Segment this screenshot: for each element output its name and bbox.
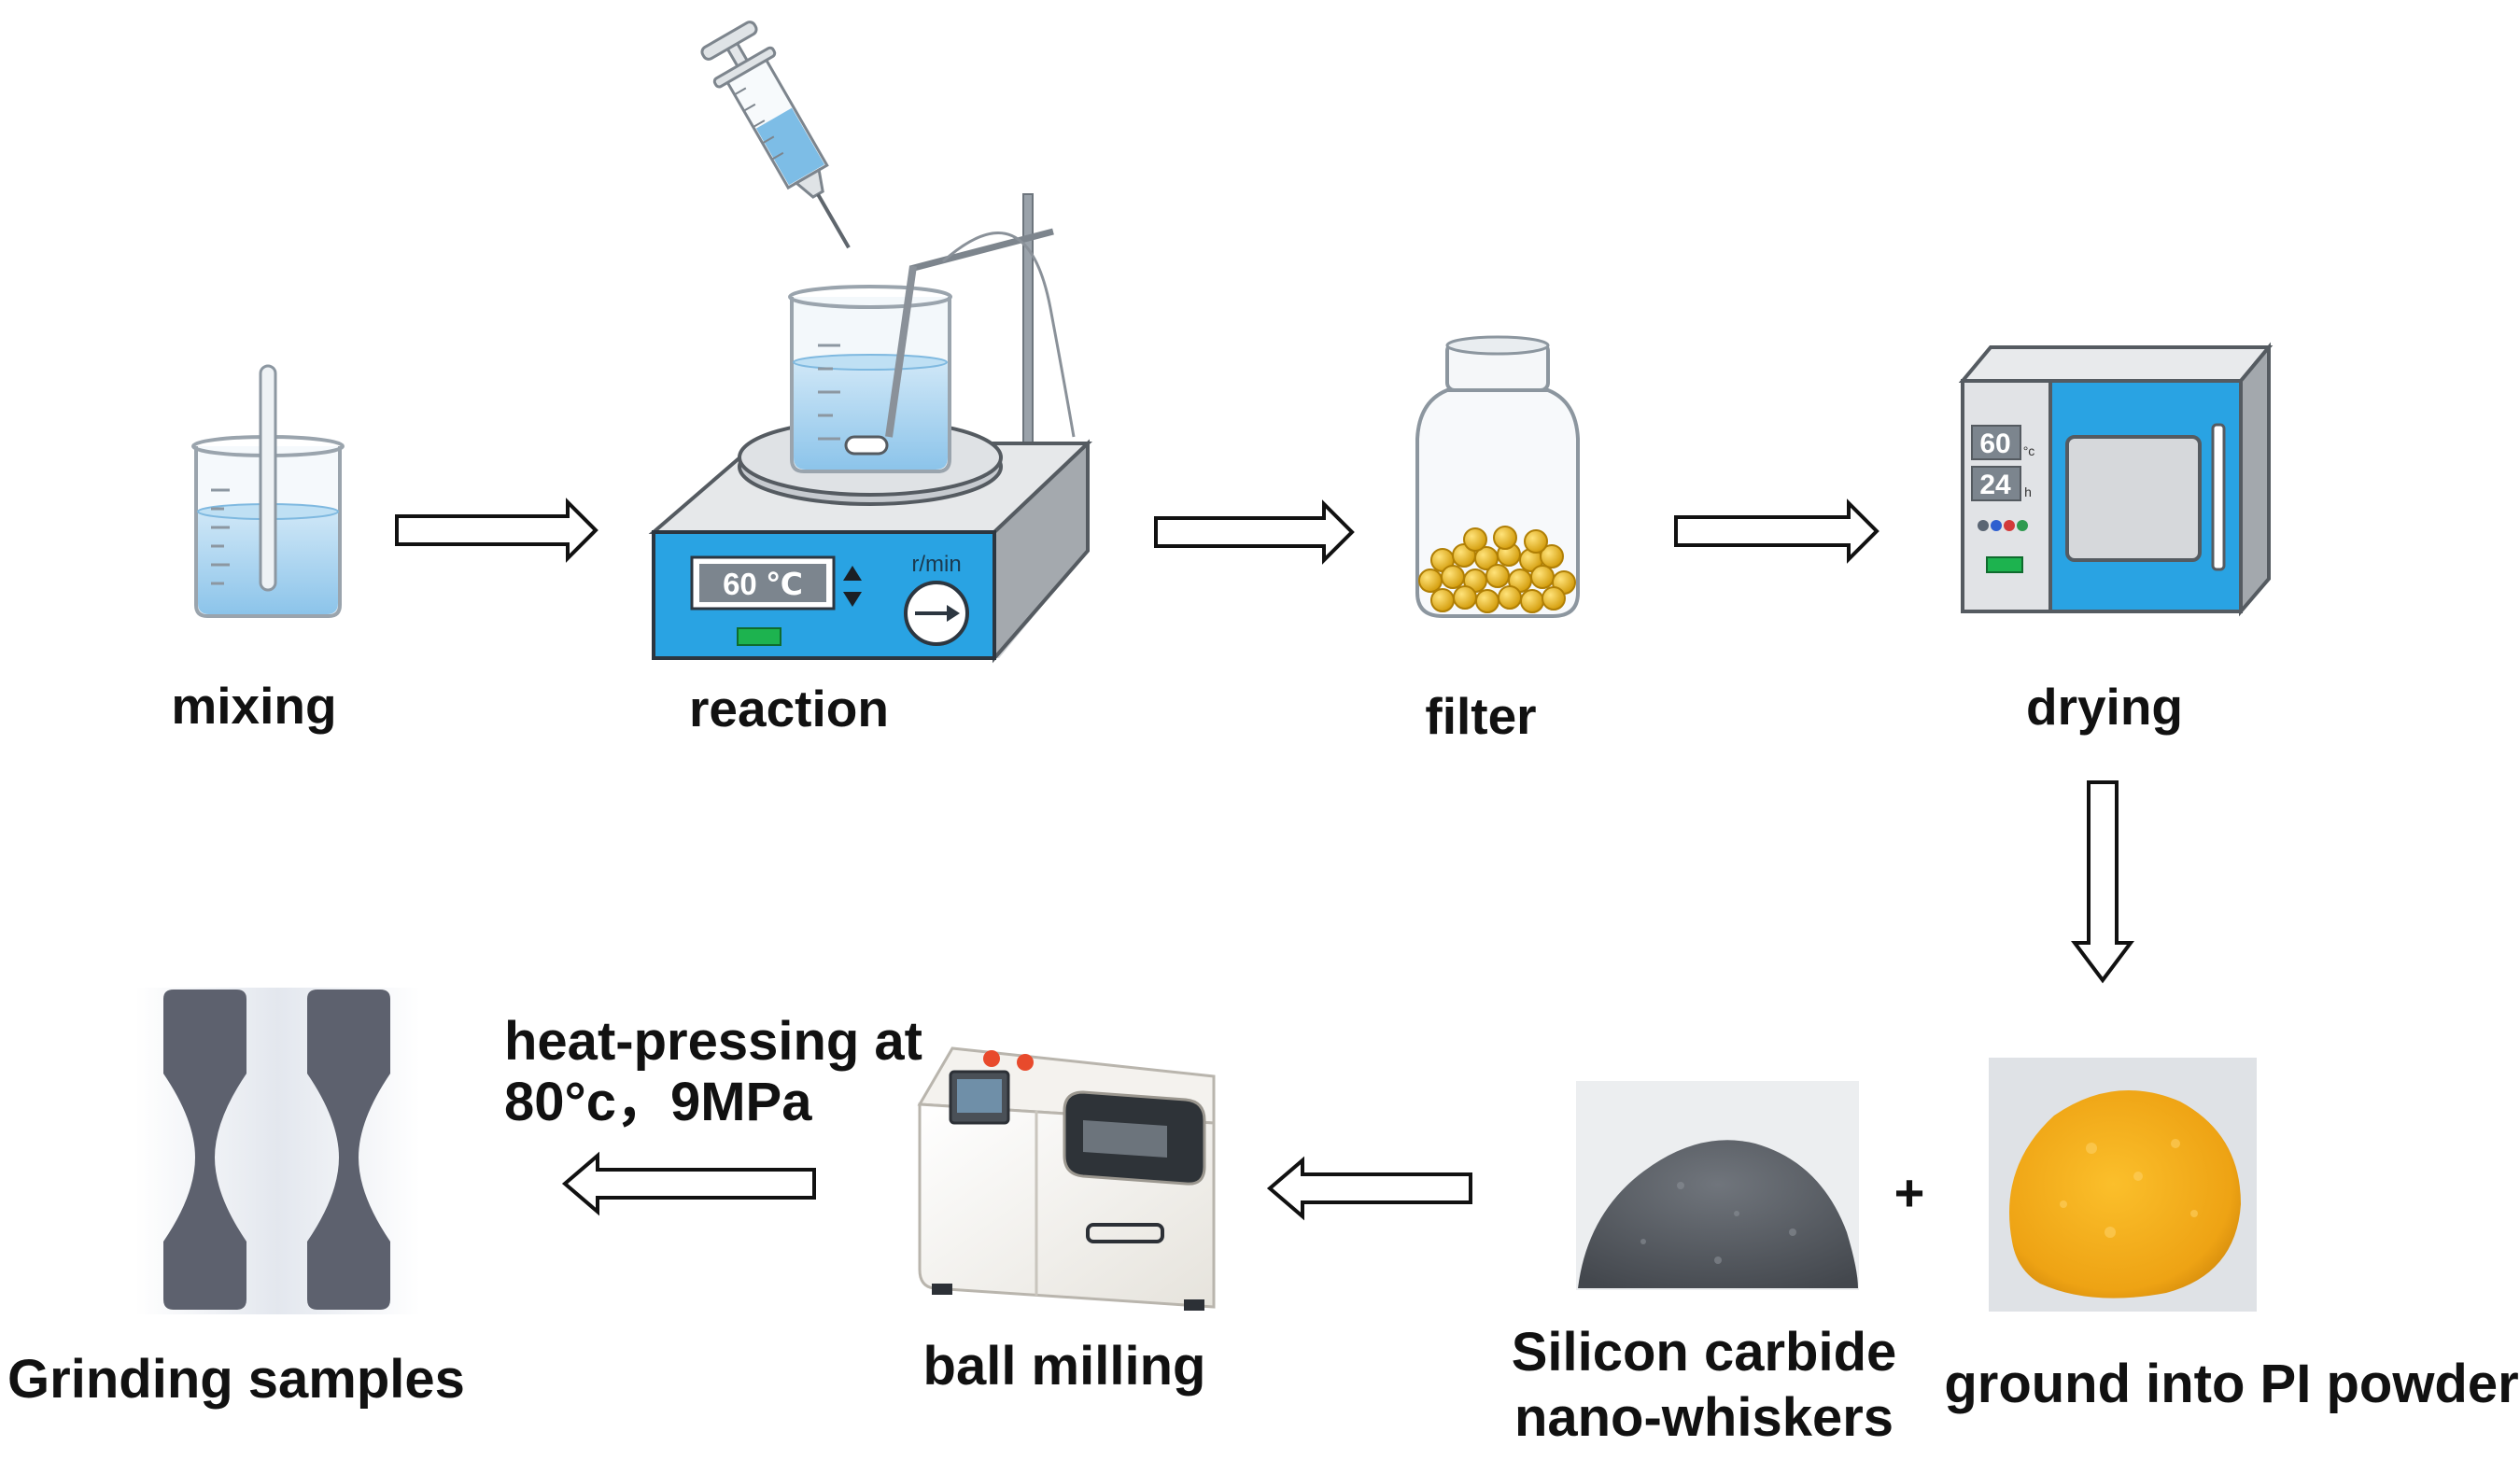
bead: [1475, 589, 1499, 613]
stirrer-speed-unit: r/min: [911, 552, 961, 577]
step-label-ball-milling: ball milling: [923, 1336, 1206, 1397]
plus-sign: +: [1894, 1163, 1925, 1222]
oven-temp-display: 60: [1979, 428, 2010, 459]
arrow-right-icon: [395, 498, 598, 563]
stirrer-temp-display: 60 ℃: [723, 567, 803, 601]
oven-time-unit: h: [2024, 484, 2032, 499]
magnetic-stirrer-icon: 60 ℃ r/min: [648, 193, 1093, 664]
oven-temp-unit: °c: [2023, 443, 2035, 458]
bead: [1524, 529, 1548, 554]
step-label-drying: drying: [2026, 678, 2183, 736]
step-label-grinding: Grinding samples: [7, 1349, 465, 1410]
bead: [1520, 589, 1544, 613]
bead: [1441, 565, 1465, 589]
arrow-left-icon: [561, 1151, 816, 1216]
bead: [1493, 526, 1517, 550]
step-label-reaction: reaction: [689, 680, 889, 737]
syringe-icon: [700, 21, 851, 249]
arrow-right-icon: [1674, 498, 1879, 564]
bead: [1485, 564, 1510, 588]
bead: [1463, 527, 1487, 552]
jar-with-particles-icon: [1415, 335, 1580, 618]
step-label-sic-line2: nano-whiskers: [1514, 1387, 1894, 1448]
bead: [1453, 585, 1477, 610]
bead: [1498, 585, 1522, 610]
step-label-filter: filter: [1425, 687, 1536, 745]
arrow-left-icon: [1266, 1156, 1472, 1221]
sic-powder-image: [1576, 1081, 1859, 1290]
step-label-sic-line1: Silicon carbide: [1512, 1322, 1897, 1383]
drying-oven-icon: 60 °c 24 h: [1958, 342, 2274, 617]
bead: [1418, 569, 1443, 593]
bead: [1430, 588, 1455, 612]
arrow-down-icon: [2071, 780, 2134, 984]
step-label-pi-powder: ground into PI powder: [1944, 1354, 2518, 1414]
pi-powder-image: [1989, 1058, 2257, 1312]
dogbone-specimens-icon: [135, 988, 420, 1314]
mixing-beaker-icon: [191, 364, 345, 618]
bead: [1542, 586, 1566, 611]
heat-press-label-line2: 80°c，9MPa: [504, 1072, 812, 1132]
step-label-mixing: mixing: [171, 677, 336, 735]
ball-mill-machine-icon: [917, 1046, 1216, 1311]
bead: [1530, 565, 1555, 589]
bead: [1540, 544, 1564, 569]
heat-press-label-line1: heat-pressing at: [504, 1011, 922, 1072]
arrow-right-icon: [1154, 499, 1355, 565]
oven-time-display: 24: [1979, 470, 2011, 500]
